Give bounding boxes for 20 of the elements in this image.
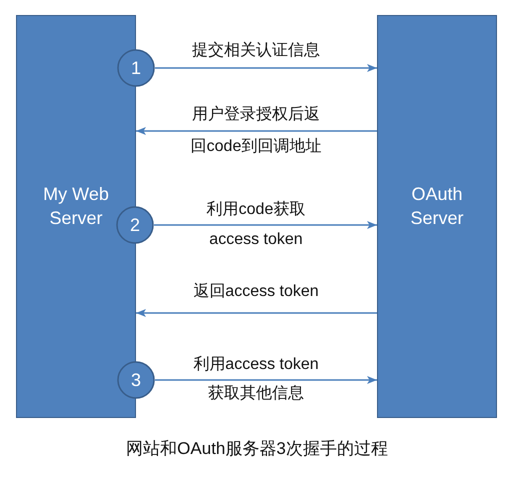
edge-label: 利用code获取access token (206, 200, 306, 250)
server-name: OAuth Server (409, 183, 464, 230)
edge-label: 利用access token获取其他信息 (192, 354, 320, 404)
edge-label: 提交相关认证信息 (191, 41, 321, 61)
arrow (154, 221, 377, 229)
step-circle (117, 49, 155, 87)
step-number: 2 (128, 214, 141, 236)
edge-label: 用户登录授权后返回code到回调地址 (190, 104, 322, 157)
arrow (136, 309, 377, 317)
server-name: My Web Server (42, 183, 110, 230)
step-number: 1 (130, 57, 142, 79)
caption: 网站和OAuth服务器3次握手的过程 (126, 438, 388, 460)
edge-label: 返回access token (192, 282, 320, 302)
step-circle (117, 361, 155, 399)
step-circle (116, 206, 154, 244)
arrow (136, 127, 377, 135)
server-box (377, 15, 497, 418)
arrow (155, 376, 377, 384)
arrow (155, 64, 377, 72)
step-number: 3 (130, 369, 142, 391)
